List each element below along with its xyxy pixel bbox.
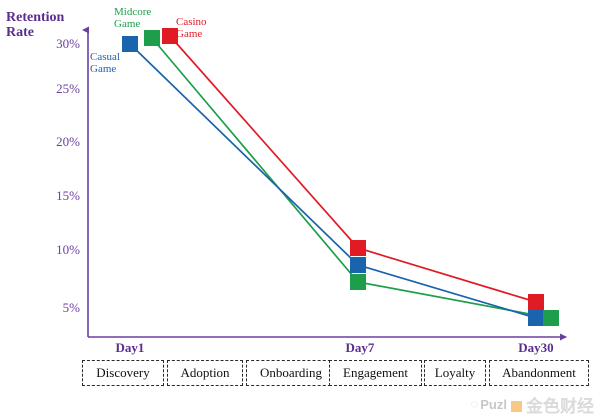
series-annotation-midcore: Midcore Game [114, 6, 151, 30]
watermark-square-icon [511, 400, 522, 412]
series-annotation-casino: Casino Game [176, 16, 207, 40]
marker-midcore-day7 [350, 274, 366, 290]
series-annotation-midcore-line2: Game [114, 18, 141, 30]
process-box-discovery[interactable]: Discovery [82, 360, 164, 386]
watermark: ◌ Puzl 金色财经 [471, 391, 594, 417]
process-box-loyalty[interactable]: Loyalty [424, 360, 486, 386]
marker-casual-day1 [122, 36, 138, 52]
y-tick-label-20: 20% [56, 134, 80, 149]
series-annotation-casino-line2: Game [176, 28, 203, 40]
cloud-icon: ◌ [470, 396, 479, 411]
marker-casino-day1 [162, 28, 178, 44]
marker-casino-day30 [528, 294, 544, 310]
series-annotation-casino-line1: Casino [176, 16, 207, 28]
y-tick-label-5: 5% [62, 300, 80, 315]
series-annotation-casual: Casual Game [90, 51, 120, 75]
process-box-engagement[interactable]: Engagement [329, 360, 422, 386]
marker-midcore-day30 [543, 310, 559, 326]
y-tick-label-10: 10% [56, 242, 80, 257]
y-tick-label-30: 30% [56, 36, 80, 51]
marker-casino-day7 [350, 240, 366, 256]
process-box-adoption[interactable]: Adoption [167, 360, 243, 386]
watermark-brand-latin: Puzl [480, 396, 507, 412]
marker-casual-day7 [350, 257, 366, 273]
series-annotation-casual-line1: Casual [90, 51, 120, 63]
y-axis-title-line1: Retention [6, 10, 65, 25]
y-axis-title: Retention Rate [6, 10, 64, 40]
x-tick-label-day1: Day1 [115, 340, 145, 355]
series-annotation-casual-line2: Game [90, 63, 117, 75]
process-stage-row: Discovery Adoption Onboarding Engagement… [0, 360, 600, 390]
marker-casual-day30 [528, 310, 544, 326]
x-tick-label-day30: Day30 [518, 340, 554, 355]
marker-midcore-day1 [144, 30, 160, 46]
process-box-onboarding[interactable]: Onboarding [246, 360, 336, 386]
process-box-abandonment[interactable]: Abandonment [489, 360, 589, 386]
y-tick-label-25: 25% [56, 81, 80, 96]
y-tick-label-15: 15% [56, 188, 80, 203]
y-axis-title-line2: Rate [6, 25, 34, 40]
watermark-brand-cn: 金色财经 [526, 396, 594, 416]
series-annotation-midcore-line1: Midcore [114, 6, 152, 18]
x-tick-label-day7: Day7 [345, 340, 375, 355]
